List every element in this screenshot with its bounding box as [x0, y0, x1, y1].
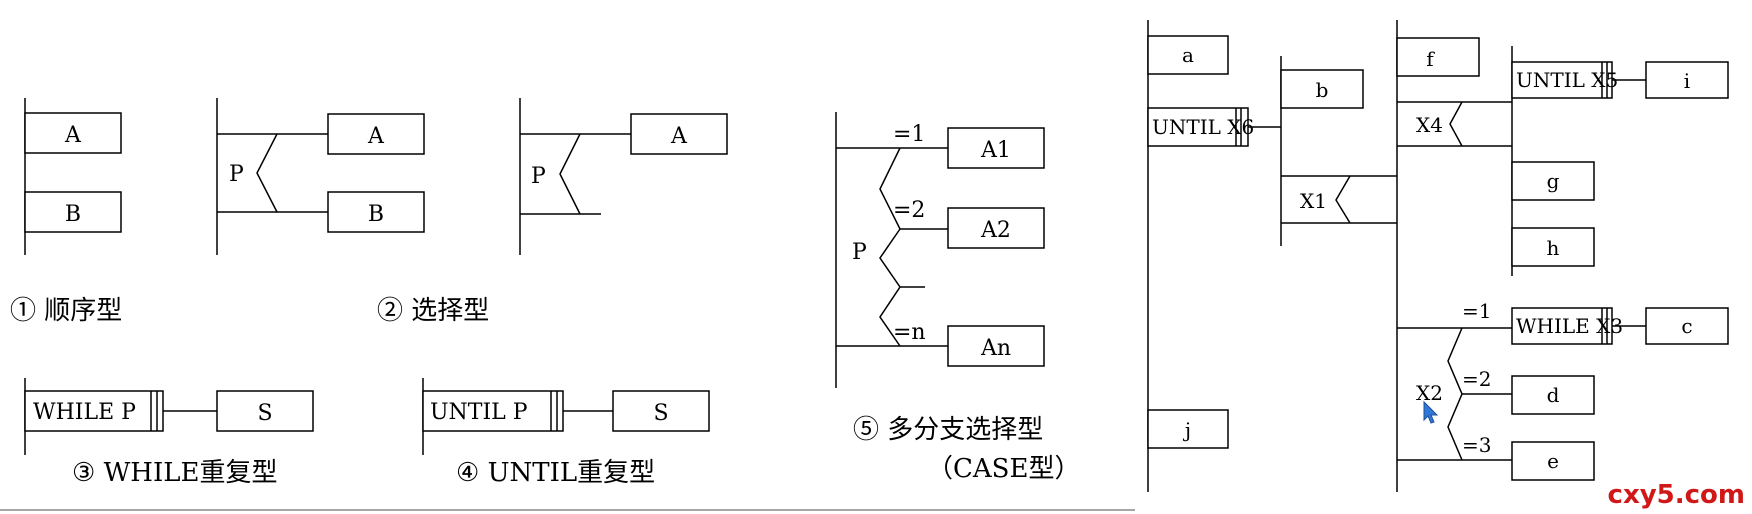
case-branch-n-box [947, 325, 1045, 367]
selection-structure: P A B [216, 98, 425, 255]
caption-case-line2: （CASE型） [927, 454, 1080, 484]
until-x5-box [1511, 61, 1613, 99]
sel-box-b [327, 191, 425, 233]
until-body-label: S [653, 401, 668, 426]
caption-sequence: ① 顺序型 [10, 296, 122, 326]
sel-single-box-a-label: A [670, 124, 688, 149]
sequence-structure: A B [24, 98, 122, 255]
x4-label: X4 [1416, 113, 1443, 137]
while-x3-box [1511, 307, 1613, 345]
case-structure: P =1 A1 =2 A2 =n An [835, 112, 1045, 388]
case-branch-1-box [947, 127, 1045, 169]
seq-box-b-label: B [65, 202, 81, 227]
until-x5-label: UNTIL X5 [1516, 68, 1618, 92]
until-x6-box [1147, 107, 1249, 147]
node-c-label: c [1681, 314, 1692, 338]
node-c-box [1645, 307, 1729, 345]
node-b-label: b [1316, 78, 1329, 102]
while-body-label: S [257, 401, 272, 426]
caption-until-loop: ④ UNTIL重复型 [456, 458, 655, 488]
while-body-box [216, 390, 314, 432]
caption-case-line1: ⑤ 多分支选择型 [853, 415, 1043, 445]
until-head-label: UNTIL P [430, 400, 528, 425]
sel-box-b-label: B [368, 202, 384, 227]
until-loop-structure: UNTIL P S [422, 378, 710, 455]
watermark-logo: cxy5.com [1608, 480, 1745, 510]
node-h-box [1511, 227, 1595, 267]
x2-eq3-label: =3 [1462, 433, 1491, 457]
node-j-box [1147, 409, 1229, 449]
node-e-box [1511, 441, 1595, 481]
node-i-label: i [1684, 69, 1690, 93]
while-head-box [24, 390, 164, 432]
node-h-label: h [1547, 236, 1560, 260]
node-i-box [1645, 61, 1729, 99]
node-f-label: f [1426, 47, 1435, 71]
until-body-box [612, 390, 710, 432]
node-b-box [1280, 69, 1364, 109]
case-branch-1-label: =1 [893, 122, 925, 147]
seq-box-a-label: A [64, 123, 82, 148]
x1-label: X1 [1300, 189, 1327, 213]
case-branch-2-label: =2 [893, 198, 925, 223]
sel-single-cond-label: P [531, 164, 546, 189]
node-e-label: e [1547, 449, 1559, 473]
composite-example: a UNTIL X6 j b X1 f X4 UNTIL X5 i [1147, 20, 1729, 492]
node-g-label: g [1547, 169, 1560, 193]
case-branch-n-box-label: An [980, 336, 1011, 361]
caption-selection: ② 选择型 [377, 296, 489, 326]
case-cond-label: P [852, 240, 867, 265]
sel-cond-label: P [229, 162, 244, 187]
node-j-label: j [1183, 418, 1191, 442]
while-x3-label: WHILE X3 [1516, 314, 1623, 338]
node-f-box [1396, 37, 1480, 77]
seq-box-b [24, 191, 122, 233]
x2-eq1-label: =1 [1462, 299, 1491, 323]
node-d-label: d [1547, 383, 1560, 407]
node-a-box [1147, 35, 1229, 75]
caption-while-loop: ③ WHILE重复型 [72, 458, 278, 488]
node-g-box [1511, 161, 1595, 201]
case-branch-1-box-label: A1 [980, 138, 1011, 163]
until-x6-label: UNTIL X6 [1152, 115, 1254, 139]
while-head-label: WHILE P [33, 400, 136, 425]
while-loop-structure: WHILE P S [24, 378, 314, 455]
case-branch-n-label: =n [893, 320, 926, 345]
seq-box-a [24, 112, 122, 154]
case-branch-2-box-label: A2 [980, 218, 1011, 243]
node-d-box [1511, 375, 1595, 415]
x2-label: X2 [1416, 381, 1443, 405]
case-branch-2-box [947, 207, 1045, 249]
mouse-cursor-icon [1423, 400, 1439, 424]
sel-box-a [327, 113, 425, 155]
sel-single-box-a [630, 113, 728, 155]
node-a-label: a [1182, 43, 1194, 67]
x2-eq2-label: =2 [1462, 367, 1491, 391]
sel-box-a-label: A [367, 124, 385, 149]
selection-single-structure: P A [519, 98, 728, 255]
